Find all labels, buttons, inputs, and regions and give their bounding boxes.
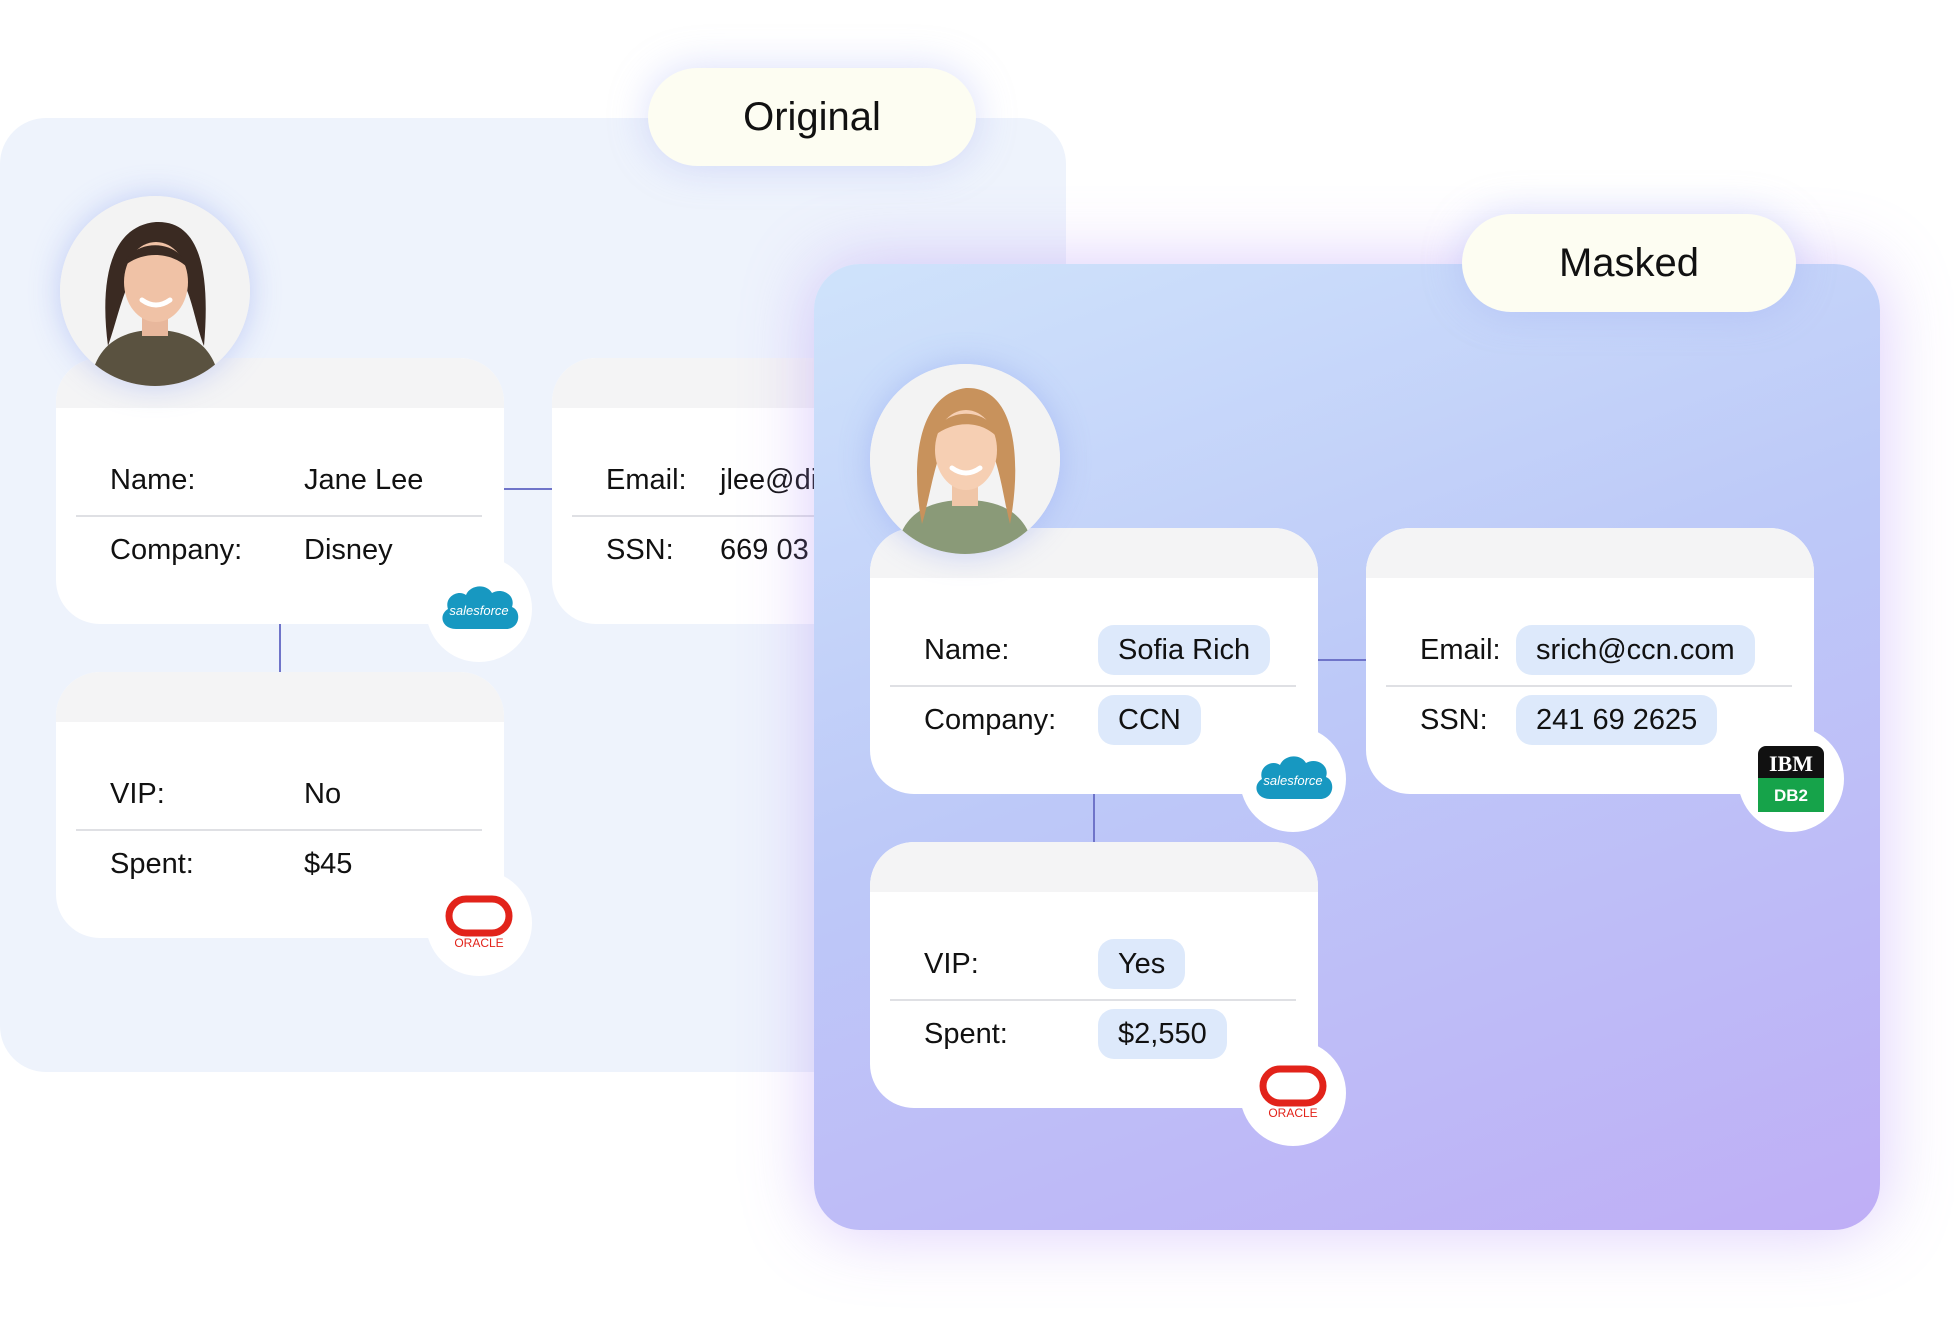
oracle-wordmark: ORACLE — [1268, 1106, 1317, 1120]
oracle-logo-icon: ORACLE — [426, 870, 532, 976]
row-divider — [76, 829, 482, 831]
company-masked-value: CCN — [1098, 695, 1201, 745]
company-label: Company: — [924, 703, 1057, 736]
spent-value: $45 — [304, 847, 353, 880]
company-row: Company: Disney — [56, 515, 504, 585]
oracle-wordmark: ORACLE — [454, 936, 503, 950]
ibm-wordmark: IBM — [1769, 751, 1813, 776]
connector-identity-purchase — [1093, 794, 1095, 842]
original-purchase-card: VIP: No Spent: $45 — [56, 672, 504, 938]
salesforce-logo-icon: salesforce — [426, 556, 532, 662]
company-value: Disney — [304, 533, 393, 566]
email-row: Email: — [1366, 615, 1814, 685]
card-header — [870, 842, 1318, 892]
email-value: jlee@di — [720, 463, 818, 496]
email-row: Email: jlee@di — [552, 445, 1000, 515]
card-header — [56, 672, 504, 722]
row-divider — [890, 685, 1296, 687]
company-label: Company: — [110, 533, 243, 566]
card-header — [1366, 528, 1814, 578]
spent-masked-value: $2,550 — [1098, 1009, 1227, 1059]
masked-contact-card: Email: srich@ccn.com SSN: 241 69 2625 — [1366, 528, 1814, 794]
ssn-masked-value: 241 69 2625 — [1516, 695, 1718, 745]
row-divider — [76, 515, 482, 517]
salesforce-wordmark: salesforce — [1263, 773, 1322, 788]
person-avatar-icon — [60, 196, 250, 386]
ssn-row: SSN: 669 03 — [552, 515, 1000, 585]
connector-identity-purchase — [279, 624, 281, 672]
company-row: Company: — [870, 685, 1318, 755]
email-masked-value: srich@ccn.com — [1516, 625, 1755, 675]
masked-purchase-card: VIP: Yes Spent: $2,550 — [870, 842, 1318, 1108]
row-divider — [1386, 685, 1792, 687]
original-identity-card: Name: Jane Lee Company: Disney — [56, 358, 504, 624]
db2-wordmark: DB2 — [1774, 786, 1808, 805]
email-label: Email: — [606, 463, 687, 496]
original-label: Original — [648, 68, 976, 166]
vip-masked-value: Yes — [1098, 939, 1186, 989]
ssn-label: SSN: — [1420, 703, 1488, 736]
vip-label: VIP: — [924, 947, 979, 980]
name-value: Jane Lee — [304, 463, 424, 496]
ssn-label: SSN: — [606, 533, 674, 566]
masked-label: Masked — [1462, 214, 1796, 312]
ssn-row: SSN: — [1366, 685, 1814, 755]
name-row: Name: Jane Lee — [56, 445, 504, 515]
name-label: Name: — [924, 633, 1010, 666]
connector-identity-contact — [1318, 659, 1366, 661]
person-avatar-icon — [870, 364, 1060, 554]
spent-row: Spent: $45 — [56, 829, 504, 899]
spent-row: Spent: — [870, 999, 1318, 1069]
salesforce-wordmark: salesforce — [449, 603, 508, 618]
name-label: Name: — [110, 463, 196, 496]
spent-label: Spent: — [924, 1017, 1008, 1050]
vip-row: VIP: No — [56, 759, 504, 829]
spent-label: Spent: — [110, 847, 194, 880]
vip-row: VIP: — [870, 929, 1318, 999]
salesforce-logo-icon: salesforce — [1240, 726, 1346, 832]
connector-identity-contact — [504, 488, 554, 490]
masked-identity-card: Name: Sofia Rich Company: CCN — [870, 528, 1318, 794]
name-row: Name: — [870, 615, 1318, 685]
name-masked-value: Sofia Rich — [1098, 625, 1271, 675]
ssn-value: 669 03 — [720, 533, 809, 566]
row-divider — [890, 999, 1296, 1001]
vip-value: No — [304, 777, 342, 810]
vip-label: VIP: — [110, 777, 165, 810]
email-label: Email: — [1420, 633, 1501, 666]
row-divider — [572, 515, 978, 517]
oracle-logo-icon: ORACLE — [1240, 1040, 1346, 1146]
ibm-db2-logo-icon: IBM DB2 — [1738, 726, 1844, 832]
